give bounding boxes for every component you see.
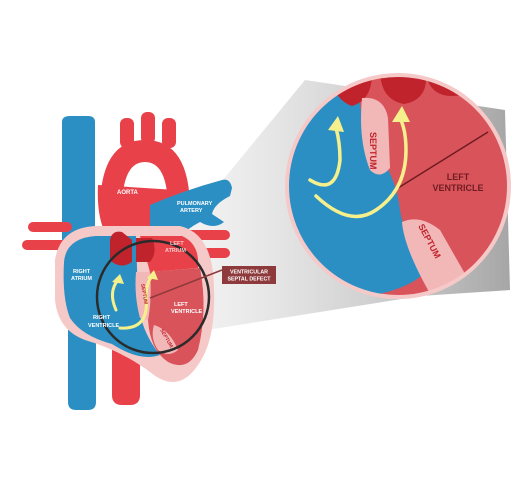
zoom-flow-arrowhead-2 bbox=[392, 106, 410, 122]
zoom-flow-arrow-1 bbox=[308, 126, 342, 187]
aortic-valve bbox=[136, 238, 155, 262]
inferior-vena-cava bbox=[68, 330, 96, 410]
zoom-flow-arrow-2 bbox=[314, 116, 408, 219]
vsd-tag: VENTRICULAR SEPTAL DEFECT bbox=[222, 266, 276, 284]
label-zoom-septum-upper: SEPTUM bbox=[368, 132, 378, 170]
vsd-leader-line bbox=[149, 269, 223, 299]
label-pulmonary-artery-1: PULMONARY bbox=[177, 201, 213, 207]
left-atrium bbox=[140, 236, 199, 272]
aortic-branch-3 bbox=[162, 118, 176, 148]
aortic-branch-1 bbox=[120, 118, 134, 148]
label-zoom-left-ventricle-2: VENTRICLE bbox=[432, 183, 483, 193]
label-left-atrium-1: LEFT bbox=[170, 241, 184, 247]
label-vsd-1: VENTRICULAR bbox=[230, 270, 268, 276]
zoom-circle: SEPTUM SEPTUM LEFT VENTRICLE bbox=[285, 73, 511, 299]
zoom-right-ventricle bbox=[288, 76, 430, 296]
label-aorta: AORTA bbox=[117, 190, 139, 196]
vsd-tag-box bbox=[222, 266, 276, 284]
heart-illustration bbox=[22, 112, 232, 410]
label-right-atrium-2: ATRIUM bbox=[71, 276, 92, 282]
magnifier-lens bbox=[95, 239, 211, 355]
zoom-flow-arrowhead-1 bbox=[328, 116, 344, 132]
heart-flow-arrow-2 bbox=[118, 274, 154, 330]
label-right-ventricle-2: VENTRICLE bbox=[88, 323, 120, 329]
vena-cava bbox=[62, 116, 95, 250]
label-septum-small: SEPTUM bbox=[139, 283, 149, 305]
label-left-atrium-2: ATRIUM bbox=[165, 248, 186, 254]
label-left-ventricle-2: VENTRICLE bbox=[171, 309, 203, 315]
label-left-ventricle-1: LEFT bbox=[174, 302, 188, 308]
label-right-ventricle-1: RIGHT bbox=[93, 315, 111, 321]
pulmonary-vein-left-1 bbox=[28, 222, 72, 232]
zoom-valve-2 bbox=[380, 76, 427, 104]
heart-flow-arrowhead-2 bbox=[147, 270, 158, 280]
label-zoom-left-ventricle-1: LEFT bbox=[447, 172, 470, 182]
lower-septum bbox=[152, 325, 178, 354]
zoom-septum-upper bbox=[361, 97, 390, 175]
label-pulmonary-artery-2: ARTERY bbox=[180, 208, 203, 214]
label-right-atrium-1: RIGHT bbox=[73, 269, 91, 275]
heart-flow-arrowhead-1 bbox=[112, 274, 124, 284]
label-vsd-2: SEPTAL DEFECT bbox=[227, 277, 271, 283]
pulmonary-artery bbox=[150, 179, 232, 240]
zoom-leader-line bbox=[397, 131, 489, 189]
aortic-branch-2 bbox=[141, 112, 155, 144]
